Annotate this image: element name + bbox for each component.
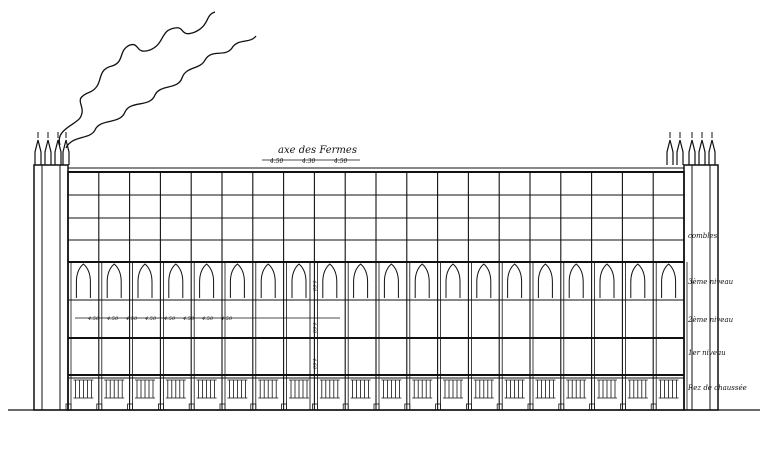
level-label: 2ème niveau [687, 316, 734, 324]
smoke-plume [58, 11, 216, 146]
left-tower [33, 164, 69, 411]
pier-base [620, 403, 626, 411]
pier-base [342, 403, 349, 411]
pier-base [527, 403, 534, 411]
gothic-arch [106, 263, 122, 298]
gothic-arch [199, 263, 215, 298]
gothic-arch [568, 263, 584, 298]
gothic-arch [168, 263, 184, 298]
left-pinnacle [34, 139, 42, 165]
facade-structure [8, 132, 760, 411]
smoke-plume-2 [65, 35, 257, 149]
vertical-dimension-value: 4.60 [311, 321, 317, 334]
level-label: Rez de chaussée [687, 384, 747, 392]
left-pinnacle [44, 139, 52, 165]
gothic-arch [599, 263, 615, 298]
level-labels: combles 3ème niveau 2ème niveau 1er niveauR… [687, 232, 747, 392]
vertical-dimension-value: 4.60 [311, 279, 317, 292]
pier-base [188, 403, 195, 411]
gothic-arch [75, 263, 91, 298]
pier-base [558, 403, 565, 411]
truss-spacing-marks: 4.50 4.30 4.50 [262, 158, 360, 165]
gothic-arch [383, 263, 399, 298]
mid-dimension-value: 4.50 [125, 316, 138, 322]
pier-base [404, 403, 411, 411]
pier-base [465, 403, 472, 411]
gothic-arch [229, 263, 245, 298]
left-pinnacle [54, 139, 62, 165]
pier-base [373, 403, 380, 411]
gothic-arch [353, 263, 369, 298]
mid-dimension-value: 4.50 [106, 316, 119, 322]
pier-base [65, 403, 72, 411]
gothic-arch [322, 263, 338, 298]
gothic-arch [661, 263, 677, 298]
vertical-dimension-value: 4.60 [311, 357, 317, 370]
pier-base [96, 403, 103, 411]
pier-base [281, 403, 288, 411]
right-pinnacle [698, 139, 706, 165]
left-pinnacle [62, 139, 70, 165]
right-tower [683, 164, 719, 411]
gothic-arch [291, 263, 307, 298]
truss-spacing-value: 4.50 [269, 158, 284, 165]
pier-base [250, 403, 257, 411]
gothic-arch [445, 263, 461, 298]
gothic-arch [260, 263, 276, 298]
mid-dimension-value: 4.50 [144, 316, 157, 322]
pier-base [435, 403, 442, 411]
gothic-arch [476, 263, 492, 298]
truss-spacing-value: 4.50 [333, 158, 348, 165]
level-label: 3ème niveau [688, 278, 734, 286]
pier-base [496, 403, 503, 411]
level-label: combles [688, 232, 718, 240]
pier-base [157, 403, 164, 411]
truss-spacing-value: 4.30 [301, 158, 316, 165]
mid-dimension-value: 4.50 [220, 316, 233, 322]
gothic-arch [507, 263, 523, 298]
mid-dimension-value: 4.50 [163, 316, 176, 322]
gothic-arch [137, 263, 153, 298]
pier-base [589, 403, 595, 411]
level-label: 1er niveau [688, 349, 726, 357]
gothic-arch [630, 263, 646, 298]
right-pinnacle [676, 139, 684, 165]
pier-base [219, 403, 226, 411]
mid-dimension-value: 4.50 [87, 316, 100, 322]
right-pinnacle [688, 139, 696, 165]
right-pinnacle [708, 139, 716, 165]
gothic-arch [537, 263, 553, 298]
mid-dimension-value: 4.50 [201, 316, 214, 322]
mid-dimension-marks: 4.50 4.50 4.50 4.50 4.50 4.50 4.50 4.50 [87, 316, 233, 322]
vertical-dimension-marks: 4.60 4.60 4.60 [311, 279, 317, 370]
pier-base [311, 403, 318, 411]
pier-base [650, 403, 657, 411]
truss-axis-label: axe des Fermes [278, 145, 357, 156]
right-pinnacle [666, 139, 674, 165]
mid-dimension-value: 4.50 [182, 316, 195, 322]
pier-base [127, 403, 133, 411]
gothic-arch [414, 263, 430, 298]
